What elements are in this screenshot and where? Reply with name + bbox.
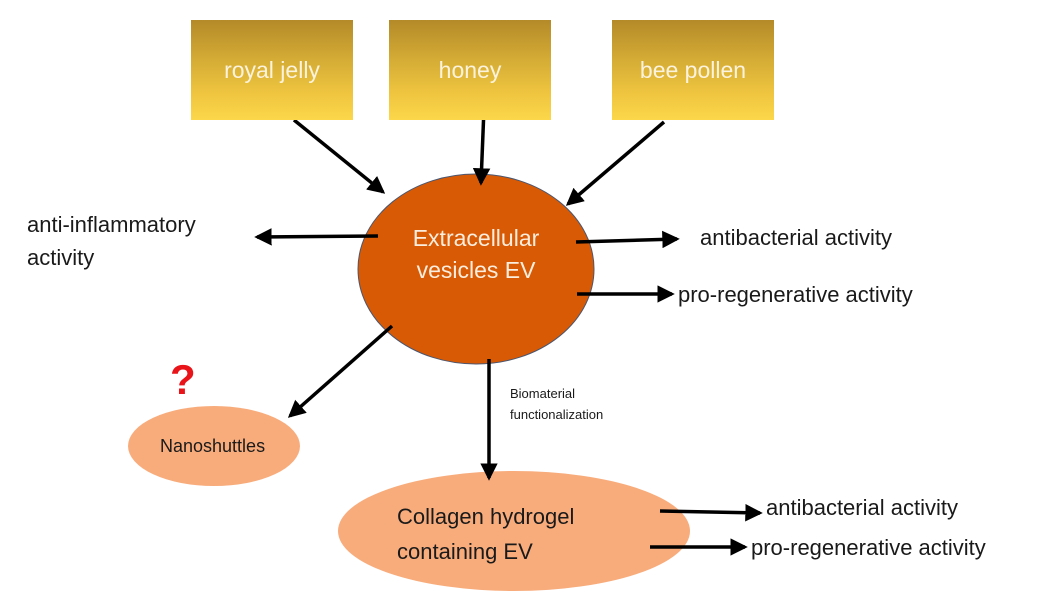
arrow-honey-to-ev xyxy=(472,107,491,186)
arrow-ev-to-antibacterial xyxy=(575,230,680,249)
hydrogel-label: Collagen hydrogel containing EV xyxy=(397,499,574,569)
collagen-hydrogel-node xyxy=(338,471,690,591)
hydrogel-antibacterial-label: antibacterial activity xyxy=(766,495,958,520)
edge-label-line1: Biomaterial xyxy=(510,386,576,401)
anti-inflammatory-line2: activity xyxy=(27,245,95,270)
ev-label: Extracellular vesicles EV xyxy=(376,222,576,286)
source-bee-pollen: bee pollen xyxy=(612,20,774,120)
ev-pro-regenerative-label: pro-regenerative activity xyxy=(678,282,913,307)
arrow-bee-pollen-to-ev xyxy=(565,120,666,206)
hydrogel-label-line2: containing EV xyxy=(397,539,533,564)
source-honey: honey xyxy=(389,20,551,120)
arrow-royal-jelly-to-ev xyxy=(292,118,386,194)
edge-label-line2: functionalization xyxy=(510,407,604,422)
hydrogel-label-line1: Collagen hydrogel xyxy=(397,504,575,529)
source-label: honey xyxy=(438,56,502,83)
ev-label-line1: Extracellular xyxy=(412,225,540,251)
ev-label-line2: vesicles EV xyxy=(416,257,536,283)
arrow-hydrogel-to-antibacterial xyxy=(659,503,763,522)
question-mark-icon: ? xyxy=(170,356,196,403)
biomaterial-functionalization-label: Biomaterial functionalization xyxy=(510,383,603,425)
source-royal-jelly: royal jelly xyxy=(191,20,353,120)
arrow-ev-to-nanoshuttles xyxy=(287,324,394,418)
nanoshuttles-node xyxy=(128,406,300,486)
nanoshuttles-label: Nanoshuttles xyxy=(160,436,266,456)
source-label: royal jelly xyxy=(224,56,320,83)
source-label: bee pollen xyxy=(639,56,747,83)
anti-inflammatory-label: anti-inflammatory activity xyxy=(27,208,196,274)
hydrogel-pro-regenerative-label: pro-regenerative activity xyxy=(751,535,986,560)
anti-inflammatory-line1: anti-inflammatory xyxy=(27,212,196,237)
ev-antibacterial-label: antibacterial activity xyxy=(700,225,892,250)
arrow-ev-to-anti-inflammatory xyxy=(254,228,379,246)
